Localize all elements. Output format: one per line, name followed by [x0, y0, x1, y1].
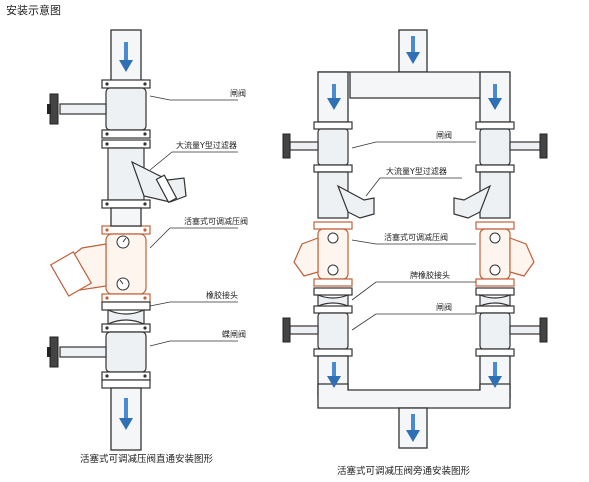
callout-reducing-valve: 活塞式可调减压阀 — [184, 216, 248, 226]
y-strainer-leg — [336, 184, 375, 219]
flange — [101, 225, 151, 235]
y-strainer-body — [317, 171, 349, 219]
pressure-gauge-icon — [116, 235, 130, 249]
flange — [101, 293, 151, 303]
handwheel-icon — [282, 317, 291, 343]
down-arrow-icon — [406, 36, 420, 64]
pressure-gauge-icon — [327, 232, 339, 244]
flange — [101, 379, 151, 389]
flange — [101, 199, 151, 209]
y-strainer-leg — [453, 184, 492, 219]
pipe-right-branch — [479, 71, 511, 123]
reducing-valve-actuator — [293, 237, 319, 277]
butterfly-valve-body — [105, 331, 147, 373]
callout-reducing-valve: 活塞式可调减压阀 — [384, 232, 448, 242]
gate-valve-stem — [59, 103, 107, 115]
down-arrow-icon — [327, 362, 341, 388]
gate-valve-body — [105, 87, 147, 131]
rubber-joint — [479, 294, 511, 307]
handwheel-icon — [539, 317, 548, 343]
down-arrow-icon — [406, 414, 420, 442]
actuator-cap — [49, 251, 93, 297]
pressure-gauge-icon — [489, 232, 501, 244]
callout-rubber-joint: 橡胶接头 — [206, 290, 238, 300]
callout-y-strainer: 大流量Y型过滤器 — [176, 140, 237, 150]
handwheel-icon — [47, 93, 59, 125]
handwheel-icon — [282, 133, 291, 159]
left-installation: 闸阀 大流量Y型过滤器 活塞式可调减压阀 橡胶接头 蝶闸阀 活塞式可调减压阀直通… — [47, 29, 248, 465]
down-arrow-icon — [488, 84, 502, 110]
gate-valve-body — [317, 312, 349, 350]
right-caption: 活塞式可调减压阀旁通安装图形 — [337, 465, 471, 477]
callout-rubber-joint: 牌橡胶接头 — [410, 270, 450, 280]
down-arrow-icon — [119, 42, 133, 72]
callout-gate-valve-bottom: 闸阀 — [436, 303, 452, 312]
reducing-valve-actuator — [509, 237, 535, 277]
flange — [155, 174, 178, 204]
flange — [101, 301, 151, 311]
down-arrow-icon — [119, 398, 133, 430]
down-arrow-icon — [488, 362, 502, 388]
gate-valve-body — [317, 128, 349, 166]
left-caption: 活塞式可调减压阀直通安装图形 — [80, 453, 214, 465]
callout-butterfly-valve: 蝶闸阀 — [222, 329, 246, 339]
handwheel-icon — [539, 133, 548, 159]
right-installation: 闸阀 大流量Y型过滤器 活塞式可调减压阀 牌橡胶接头 闸阀 活塞式可调减压阀旁通… — [282, 29, 548, 477]
flange — [101, 79, 151, 89]
butterfly-valve-stem — [59, 346, 107, 358]
flange — [101, 129, 151, 139]
page-title: 安装示意图 — [6, 3, 61, 17]
flange — [101, 371, 151, 381]
down-arrow-icon — [327, 84, 341, 110]
rubber-joint — [317, 294, 349, 307]
callout-y-strainer: 大流量Y型过滤器 — [386, 166, 447, 176]
callout-gate-valve: 闸阀 — [436, 131, 452, 140]
flange — [101, 323, 151, 333]
pressure-gauge-icon — [116, 277, 130, 291]
flange — [101, 139, 151, 149]
gate-valve-body — [479, 128, 511, 166]
pressure-gauge-icon — [489, 264, 501, 276]
pressure-gauge-icon — [327, 264, 339, 276]
handwheel-icon — [47, 336, 59, 368]
rubber-joint — [107, 309, 145, 325]
callout-gate-valve: 闸阀 — [230, 89, 246, 98]
gate-valve-body — [479, 312, 511, 350]
bottom-header — [317, 383, 511, 409]
